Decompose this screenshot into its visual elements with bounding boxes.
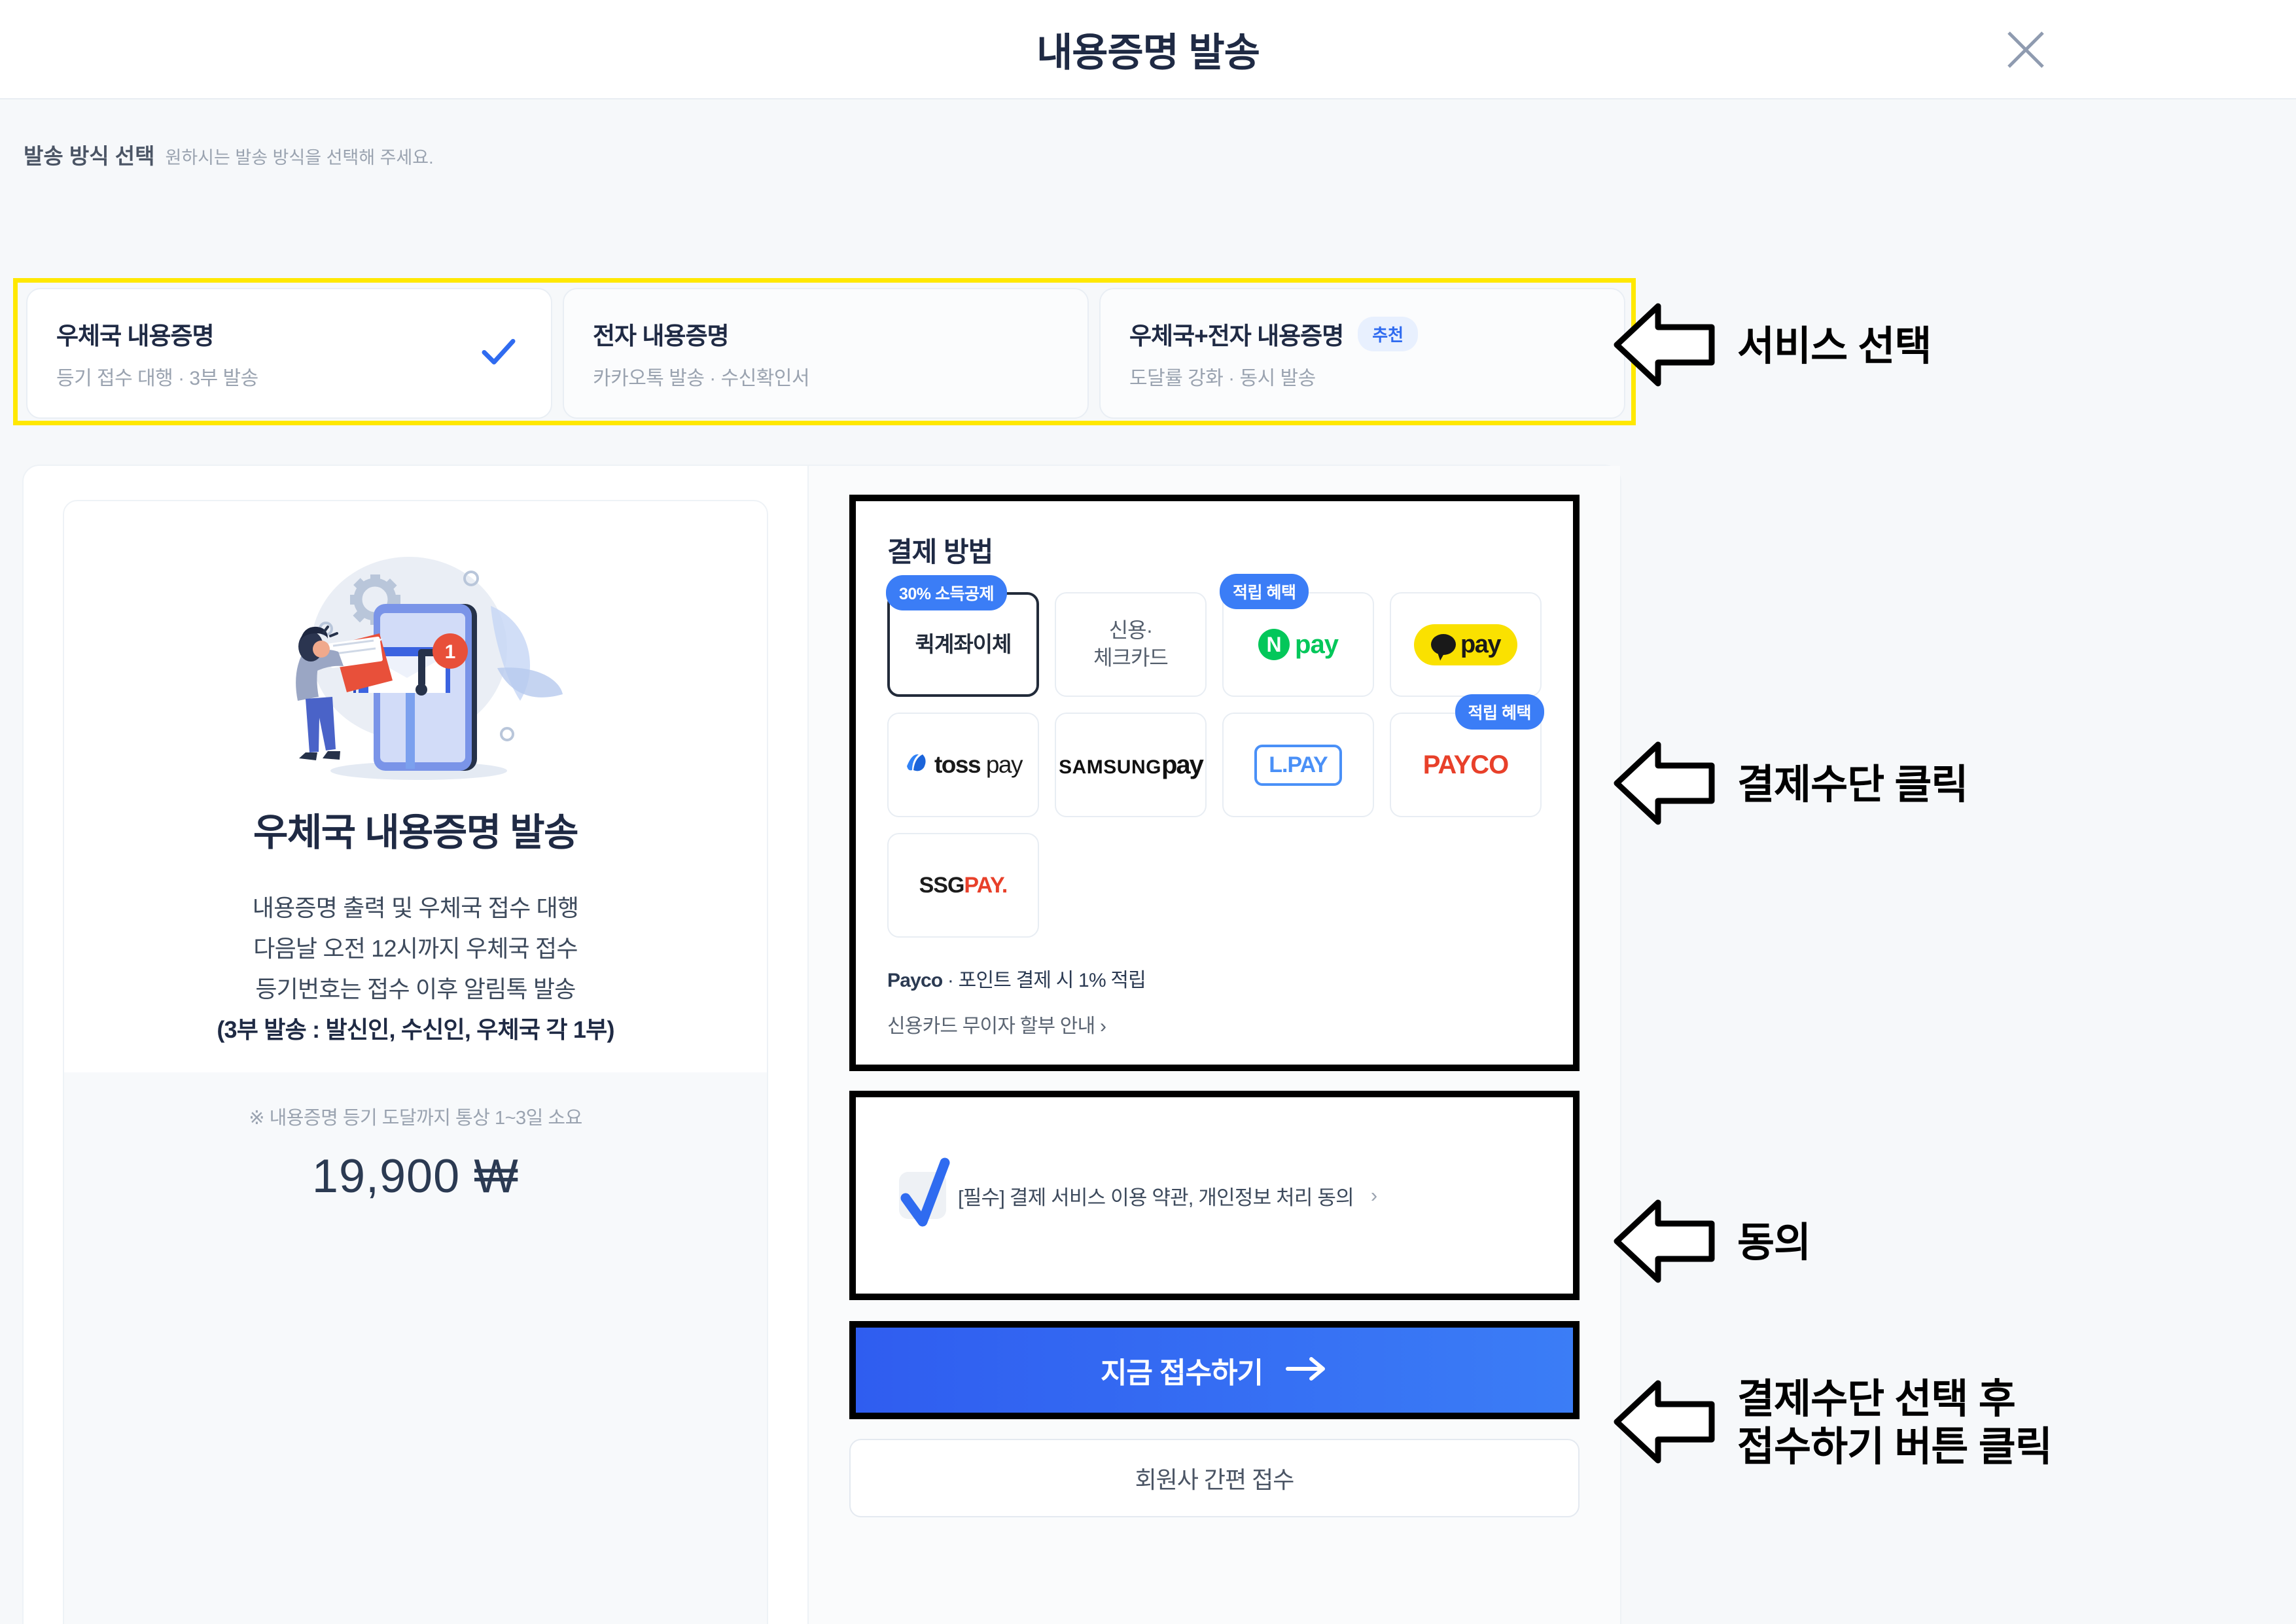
payment-method-label: 퀵계좌이체: [915, 631, 1012, 656]
payment-method-credit-card[interactable]: 신용· 체크카드: [1055, 592, 1207, 697]
payment-tag-income-deduction: 30% 소득공제: [886, 575, 1007, 610]
submit-highlight: 지금 접수하기: [849, 1321, 1580, 1419]
service-title: 우체국 내용증명: [56, 323, 215, 349]
product-card: 1 우체국 내용증명 발송 내용증명 출력 및 우체: [63, 500, 768, 1624]
ssg-pay-logo-icon: SSGPAY.: [919, 872, 1008, 898]
payment-tag-point-benefit: 적립 혜택: [1455, 694, 1544, 730]
arrow-left-icon: [1614, 1379, 1715, 1468]
payment-method-box: 결제 방법 30% 소득공제 퀵계좌이체 신용· 체크카드 적립 혜택: [849, 495, 1580, 1071]
product-desc-line: 내용증명 출력 및 우체국 접수 대행: [252, 894, 579, 921]
close-icon[interactable]: [2001, 25, 2051, 75]
service-card-electronic[interactable]: 전자 내용증명 카카오톡 발송 · 수신확인서: [563, 288, 1089, 419]
agreement-row[interactable]: [필수] 결제 서비스 이용 약관, 개인정보 처리 동의 ›: [899, 1157, 1378, 1227]
product-description: 내용증명 출력 및 우체국 접수 대행 다음날 오전 12시까지 우체국 접수 …: [217, 888, 614, 1050]
service-selection-highlight: 우체국 내용증명 등기 접수 대행 · 3부 발송 전자 내용증명 카카오톡 발…: [13, 278, 1636, 425]
main-panel: 1 우체국 내용증명 발송 내용증명 출력 및 우체: [22, 465, 1621, 1624]
service-card-post-office[interactable]: 우체국 내용증명 등기 접수 대행 · 3부 발송: [26, 288, 552, 419]
annotation-text: 결제수단 클릭: [1737, 762, 1968, 807]
payment-method-l-pay[interactable]: L.PAY: [1222, 713, 1374, 817]
member-simple-apply-label: 회원사 간편 접수: [1135, 1466, 1295, 1493]
payment-tag-point-benefit: 적립 혜택: [1220, 574, 1309, 609]
payment-point-note: Payco · 포인트 결제 시 1% 적립: [887, 964, 1542, 993]
payco-logo-icon: PAYCO: [1422, 750, 1510, 779]
service-title: 우체국+전자 내용증명: [1129, 323, 1344, 349]
payment-point-note-rest: · 포인트 결제 시 1% 적립: [942, 970, 1146, 991]
payment-title: 결제 방법: [887, 537, 993, 567]
annotation-submit-click: 결제수단 선택 후 접수하기 버튼 클릭: [1614, 1375, 2053, 1471]
arrow-right-icon: [1285, 1356, 1328, 1385]
annotation-service-select: 서비스 선택: [1614, 302, 1932, 391]
section-label: 발송 방식 선택: [24, 144, 155, 168]
arrow-left-icon: [1614, 741, 1715, 829]
product-note: ※ 내용증명 등기 도달까지 통상 1~3일 소요: [249, 1107, 582, 1129]
samsung-pay-logo-icon: SAMSUNGpay: [1059, 750, 1204, 779]
product-price: 19,900 ₩: [311, 1150, 520, 1203]
status-badge: 추천: [1358, 316, 1419, 351]
payment-point-note-brand: Payco: [887, 970, 943, 991]
agreement-label: [필수] 결제 서비스 이용 약관, 개인정보 처리 동의: [958, 1186, 1354, 1209]
service-subtitle: 도달률 강화 · 동시 발송: [1129, 368, 1316, 389]
section-header: 발송 방식 선택 원하시는 발송 방식을 선택해 주세요.: [24, 139, 434, 170]
payment-pane: 결제 방법 30% 소득공제 퀵계좌이체 신용· 체크카드 적립 혜택: [809, 466, 1620, 1624]
submit-button[interactable]: 지금 접수하기: [856, 1328, 1573, 1413]
member-simple-apply-button[interactable]: 회원사 간편 접수: [849, 1439, 1580, 1517]
mailbox-illustration: 1: [296, 557, 563, 780]
payment-method-quick-transfer[interactable]: 30% 소득공제 퀵계좌이체: [886, 575, 1039, 697]
annotation-text: 결제수단 선택 후 접수하기 버튼 클릭: [1737, 1377, 2053, 1470]
annotation-payment-click: 결제수단 클릭: [1614, 741, 1968, 829]
submit-button-label: 지금 접수하기: [1100, 1357, 1263, 1389]
payment-method-toss-pay[interactable]: toss pay: [887, 713, 1039, 817]
page-title: 내용증명 발송: [1036, 30, 1260, 75]
product-desc-line: 다음날 오전 12시까지 우체국 접수: [253, 934, 578, 962]
payment-method-kakao-pay[interactable]: pay: [1390, 592, 1542, 697]
arrow-left-icon: [1614, 1199, 1715, 1287]
payment-method-payco[interactable]: 적립 혜택 PAYCO: [1390, 694, 1544, 817]
check-mark-icon: [900, 1157, 950, 1227]
modal-body: 발송 방식 선택 원하시는 발송 방식을 선택해 주세요. 우체국 내용증명 등…: [0, 98, 2296, 1624]
chevron-right-icon[interactable]: ›: [1370, 1184, 1378, 1207]
product-pane: 1 우체국 내용증명 발송 내용증명 출력 및 우체: [24, 466, 809, 1624]
product-title: 우체국 내용증명 발송: [253, 811, 578, 854]
product-desc-line: 등기번호는 접수 이후 알림톡 발송: [255, 975, 576, 1002]
annotation-text: 동의: [1737, 1220, 1811, 1265]
annotation-text: 서비스 선택: [1737, 323, 1932, 369]
toss-pay-logo-icon: toss pay: [904, 751, 1023, 779]
payment-method-ssg-pay[interactable]: SSGPAY.: [887, 833, 1039, 938]
l-pay-logo-icon: L.PAY: [1254, 744, 1342, 786]
product-desc-bold: (3부 발송 : 발신인, 수신인, 우체국 각 1부): [217, 1015, 614, 1043]
section-sublabel: 원하시는 발송 방식을 선택해 주세요.: [165, 148, 434, 168]
payment-notes: Payco · 포인트 결제 시 1% 적립 신용카드 무이자 할부 안내 ›: [887, 964, 1542, 1038]
service-subtitle: 등기 접수 대행 · 3부 발송: [56, 368, 258, 389]
installment-info-link[interactable]: 신용카드 무이자 할부 안내 ›: [887, 1015, 1106, 1037]
agreement-box: [필수] 결제 서비스 이용 약관, 개인정보 처리 동의 ›: [849, 1091, 1580, 1300]
kakao-pay-logo-icon: pay: [1414, 624, 1517, 665]
agreement-checkbox[interactable]: [899, 1157, 950, 1227]
service-title: 전자 내용증명: [593, 323, 730, 349]
payment-method-label: 신용· 체크카드: [1093, 618, 1169, 669]
service-selection-row: 우체국 내용증명 등기 접수 대행 · 3부 발송 전자 내용증명 카카오톡 발…: [26, 288, 1625, 419]
service-subtitle: 카카오톡 발송 · 수신확인서: [593, 368, 810, 389]
payment-method-samsung-pay[interactable]: SAMSUNGpay: [1055, 713, 1207, 817]
svg-text:1: 1: [445, 641, 456, 663]
modal-header: 내용증명 발송: [0, 0, 2296, 98]
service-card-combined[interactable]: 우체국+전자 내용증명 추천 도달률 강화 · 동시 발송: [1099, 288, 1625, 419]
arrow-left-icon: [1614, 302, 1715, 391]
annotation-agree: 동의: [1614, 1199, 1811, 1287]
product-footer: ※ 내용증명 등기 도달까지 통상 1~3일 소요 19,900 ₩: [64, 1072, 767, 1624]
check-icon: [482, 338, 516, 369]
